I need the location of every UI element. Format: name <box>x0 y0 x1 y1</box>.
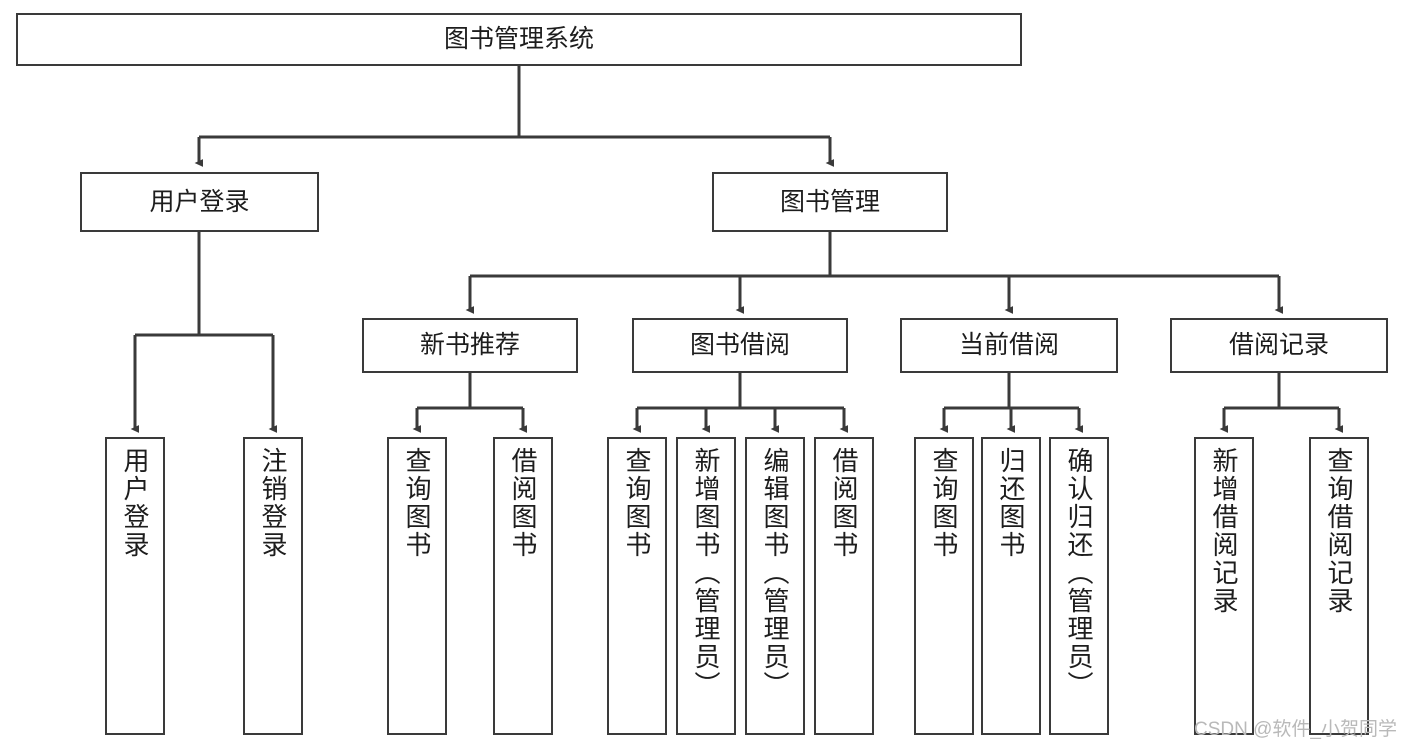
node-label: 归还图书 <box>996 447 1026 559</box>
node-label: 用户登录 <box>120 447 150 559</box>
csdn-watermark: CSDN @软件_小贺同学 <box>1194 719 1397 740</box>
node-label: 当前借阅 <box>958 331 1059 359</box>
node-label: 新书推荐 <box>419 331 520 359</box>
leaf-query-borrow-record[interactable]: 查询借阅记录 <box>1309 437 1369 735</box>
node-current-borrow[interactable]: 当前借阅 <box>900 318 1118 373</box>
node-label: 注销登录 <box>258 447 288 559</box>
node-label: 确认归还（管理员） <box>1064 447 1094 699</box>
leaf-user-login[interactable]: 用户登录 <box>105 437 165 735</box>
leaf-edit-book-admin[interactable]: 编辑图书（管理员） <box>745 437 805 735</box>
node-label: 编辑图书（管理员） <box>760 447 790 699</box>
leaf-query-book-current[interactable]: 查询图书 <box>914 437 974 735</box>
node-user-login[interactable]: 用户登录 <box>80 172 319 232</box>
node-label: 借阅图书 <box>508 447 538 559</box>
node-label: 借阅图书 <box>829 447 859 559</box>
node-label: 新增图书（管理员） <box>691 447 721 699</box>
node-new-book-recommend[interactable]: 新书推荐 <box>362 318 578 373</box>
node-label: 查询图书 <box>402 447 432 559</box>
node-label: 用户登录 <box>149 187 250 216</box>
leaf-confirm-return-admin[interactable]: 确认归还（管理员） <box>1049 437 1109 735</box>
node-book-management[interactable]: 图书管理 <box>712 172 948 232</box>
node-label: 查询图书 <box>929 447 959 559</box>
node-label: 查询借阅记录 <box>1324 447 1354 615</box>
leaf-query-book-borrow[interactable]: 查询图书 <box>607 437 667 735</box>
node-root-book-management-system[interactable]: 图书管理系统 <box>16 13 1022 66</box>
node-label: 借阅记录 <box>1228 331 1329 359</box>
node-label: 查询图书 <box>622 447 652 559</box>
leaf-query-book-recommend[interactable]: 查询图书 <box>387 437 447 735</box>
leaf-add-borrow-record[interactable]: 新增借阅记录 <box>1194 437 1254 735</box>
leaf-logout-login[interactable]: 注销登录 <box>243 437 303 735</box>
node-label: 图书管理 <box>779 187 880 216</box>
node-label: 图书借阅 <box>689 331 790 359</box>
node-book-borrow[interactable]: 图书借阅 <box>632 318 848 373</box>
leaf-borrow-book-recommend[interactable]: 借阅图书 <box>493 437 553 735</box>
node-label: 新增借阅记录 <box>1209 447 1239 615</box>
node-borrow-record[interactable]: 借阅记录 <box>1170 318 1388 373</box>
leaf-return-book[interactable]: 归还图书 <box>981 437 1041 735</box>
node-label: 图书管理系统 <box>443 25 594 53</box>
leaf-borrow-book[interactable]: 借阅图书 <box>814 437 874 735</box>
leaf-add-book-admin[interactable]: 新增图书（管理员） <box>676 437 736 735</box>
